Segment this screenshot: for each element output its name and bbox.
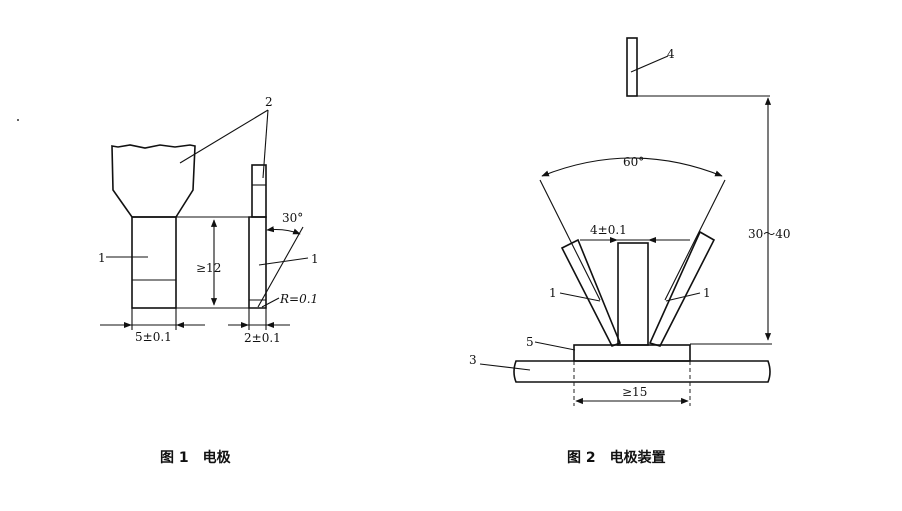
width-label: 5±0.1	[135, 330, 172, 344]
part-5-pad	[573, 344, 691, 362]
thickness-label: 2±0.1	[244, 331, 281, 345]
electrode-holder	[111, 144, 196, 218]
part-3-label: 3	[469, 353, 477, 367]
angle-line	[257, 226, 304, 308]
gap-label: 4±0.1	[590, 223, 627, 237]
electrode-body-front	[131, 216, 177, 309]
angle-label: 30°	[282, 211, 303, 225]
height-label: ≥12	[196, 261, 221, 275]
figure-1-electrode: ≥12 5±0.1 2±0.1 30° R=0.1 1 1 2 图 1	[17, 95, 319, 466]
height-range-label: 30～40	[748, 227, 791, 241]
part-2-label: 2	[265, 95, 273, 109]
center-block	[617, 242, 649, 346]
figure-1-caption: 图 1 电极	[160, 449, 232, 466]
part-4-block	[626, 37, 638, 97]
part-1-right-label: 1	[311, 252, 319, 266]
part-4-label: 4	[667, 47, 675, 61]
part-5-label: 5	[526, 335, 534, 349]
electrode-right-label: 1	[703, 286, 711, 300]
figure-2-caption: 图 2 电极装置	[567, 449, 666, 466]
length-label: ≥15	[622, 385, 647, 399]
part-3-plate	[513, 360, 771, 383]
figure-2-electrode-setup: 4 30～40 60° 4±0.1 1 1 5 3	[469, 37, 791, 466]
angle-arc	[541, 157, 723, 177]
electrode-left	[560, 238, 622, 347]
electrode-right	[648, 230, 716, 347]
part-1-left-label: 1	[98, 251, 106, 265]
electrode-body-side	[248, 216, 267, 309]
angle-label: 60°	[623, 155, 644, 169]
radius-label: R=0.1	[279, 292, 318, 306]
electrode-left-label: 1	[549, 286, 557, 300]
